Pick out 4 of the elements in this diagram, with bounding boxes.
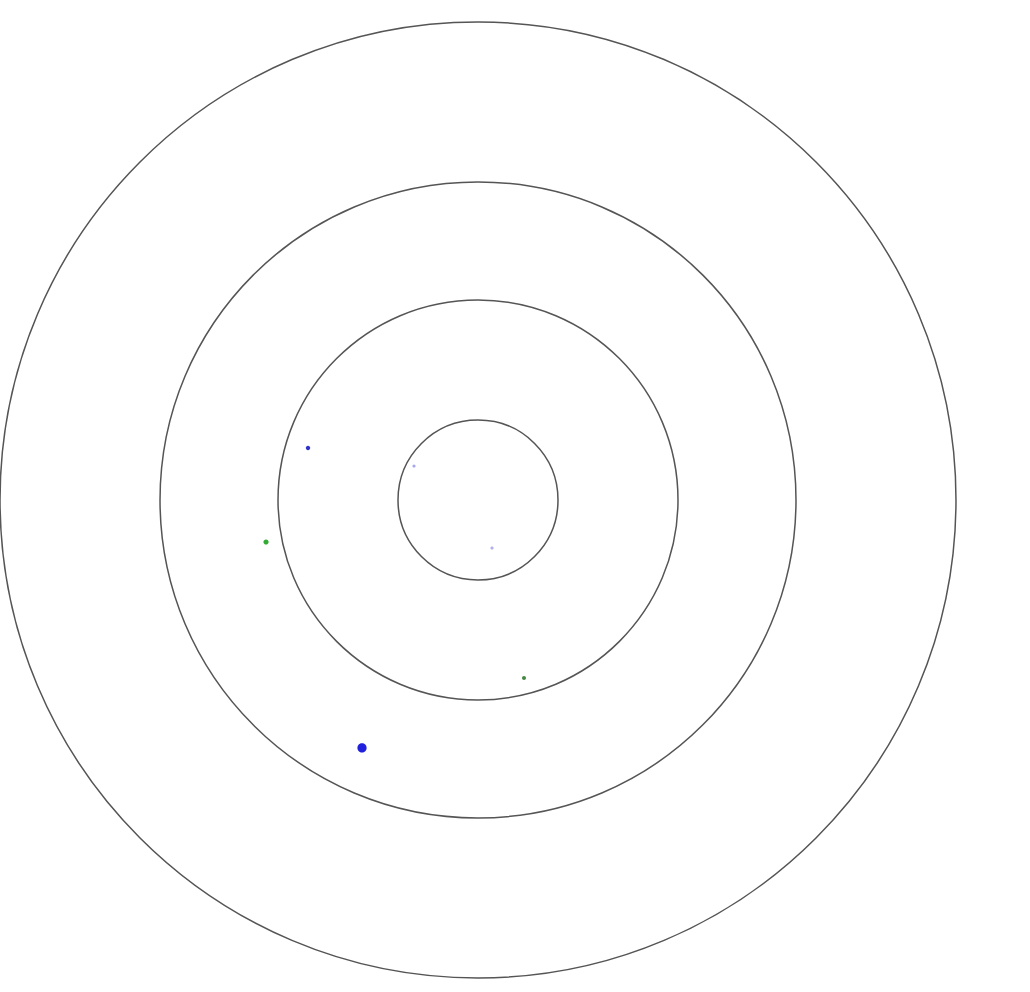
circle bbox=[159, 181, 797, 819]
circle bbox=[397, 419, 559, 581]
circle bbox=[277, 299, 679, 701]
circle bbox=[0, 21, 957, 979]
